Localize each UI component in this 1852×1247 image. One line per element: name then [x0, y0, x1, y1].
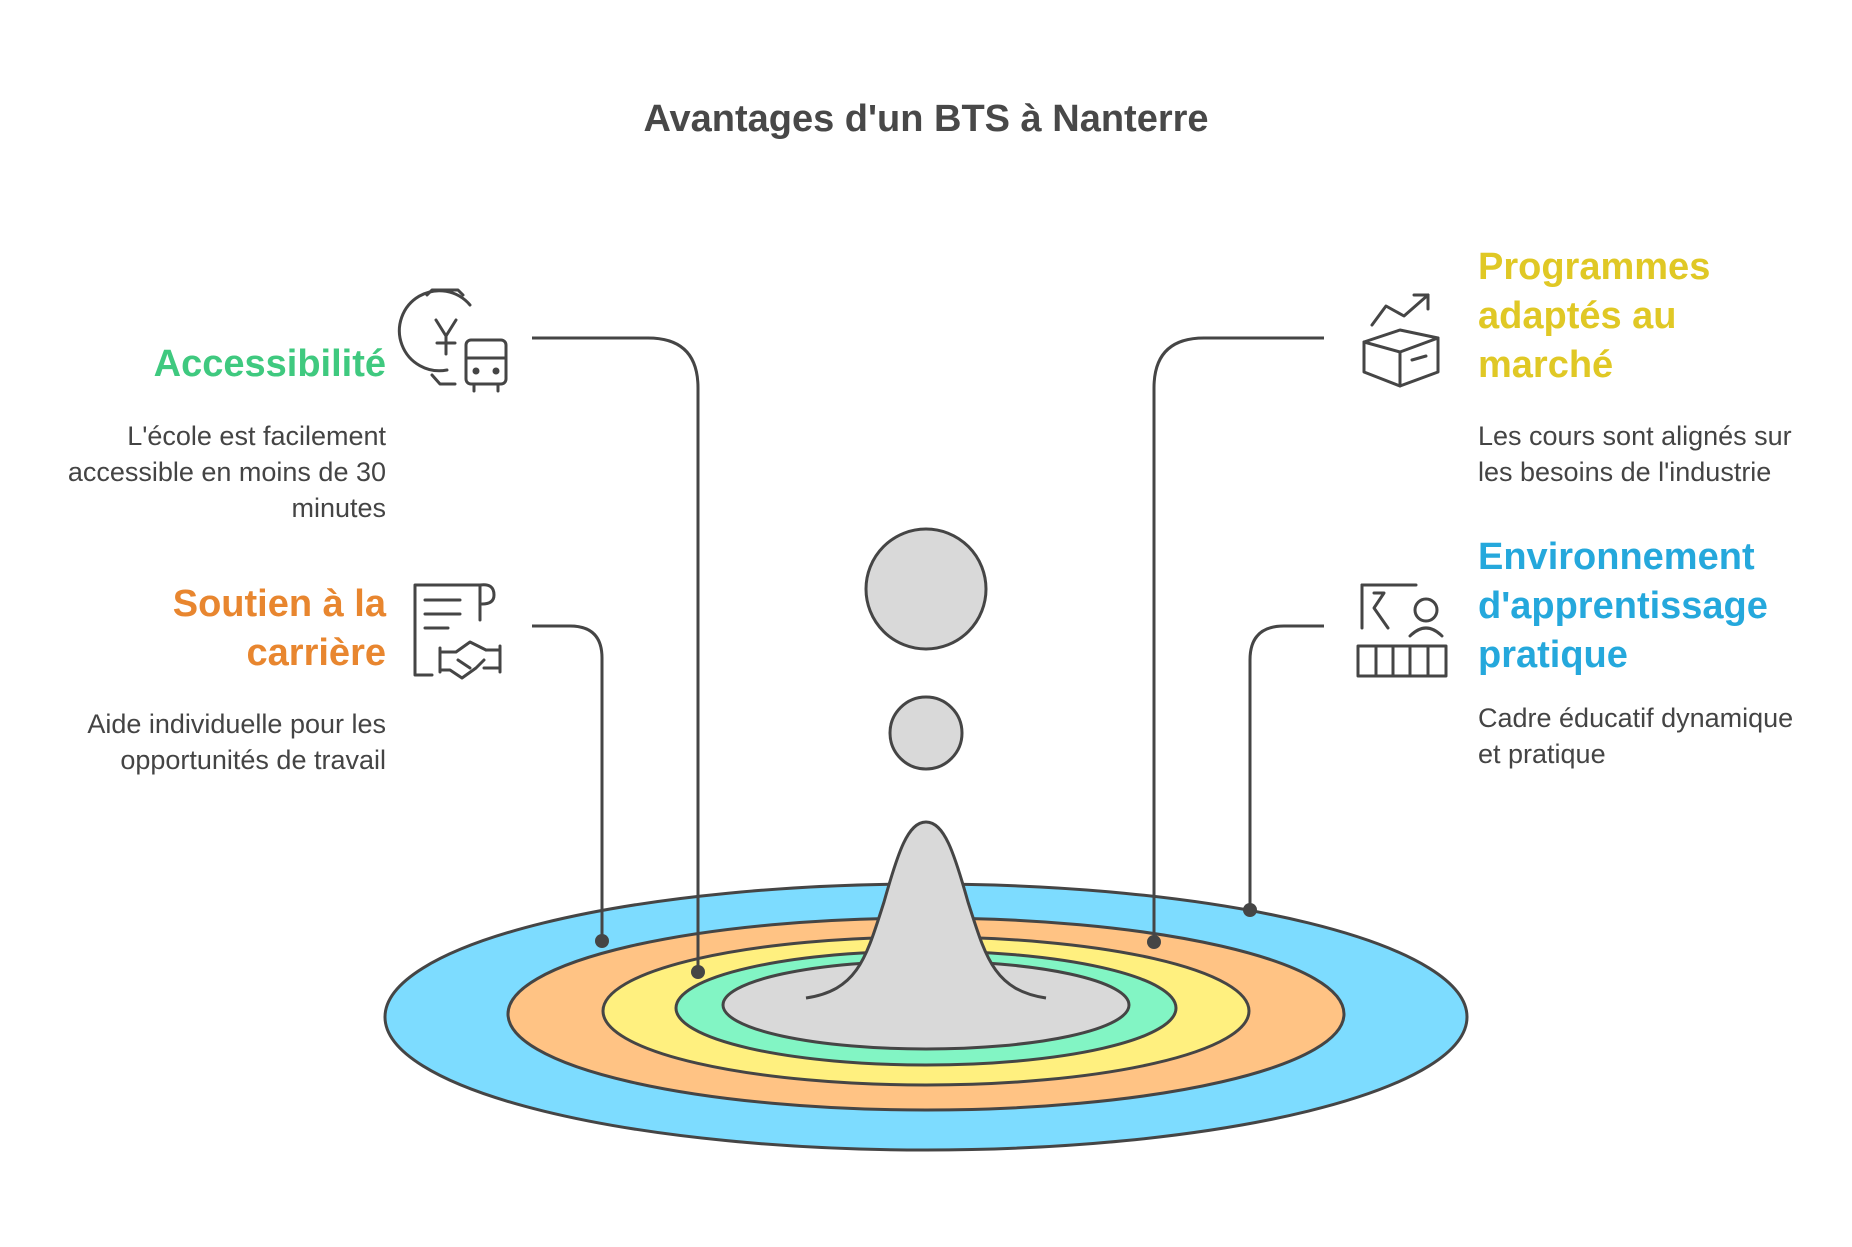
classroom-teacher-icon — [1356, 583, 1448, 678]
heading-programmes: Programmes adaptés au marché — [1478, 246, 1711, 386]
connector-dot-environnement — [1243, 903, 1257, 917]
connector-dot-soutien — [595, 934, 609, 948]
description-programmes: Les cours sont alignés sur les besoins d… — [1478, 421, 1792, 487]
heading-soutien: Soutien à la carrière — [172, 583, 386, 674]
heading-environnement: Environnement d'apprentissage pratique — [1478, 536, 1768, 676]
clock-bus-icon — [397, 288, 508, 393]
description-soutien: Aide individuelle pour les opportunités … — [87, 709, 386, 775]
connector-dot-accessibilite — [691, 965, 705, 979]
document-handshake-icon — [413, 583, 502, 680]
description-accessibilite: L'école est facilement accessible en moi… — [67, 421, 386, 523]
diagram-title: Avantages d'un BTS à Nanterre — [643, 98, 1209, 140]
description-environnement: Cadre éducatif dynamique et pratique — [1478, 703, 1794, 769]
droplet-large — [864, 527, 988, 651]
connector-environnement — [1248, 624, 1324, 910]
droplet-small — [888, 695, 964, 771]
book-growth-icon — [1362, 293, 1440, 388]
connector-dot-programmes — [1147, 935, 1161, 949]
splash-peak-outline — [805, 820, 1047, 1000]
heading-accessibilite: Accessibilité — [153, 343, 386, 385]
connector-programmes — [1152, 336, 1324, 942]
ripple-rings — [383, 882, 1469, 1152]
connector-accessibilite — [532, 336, 700, 972]
connector-soutien — [532, 624, 604, 941]
